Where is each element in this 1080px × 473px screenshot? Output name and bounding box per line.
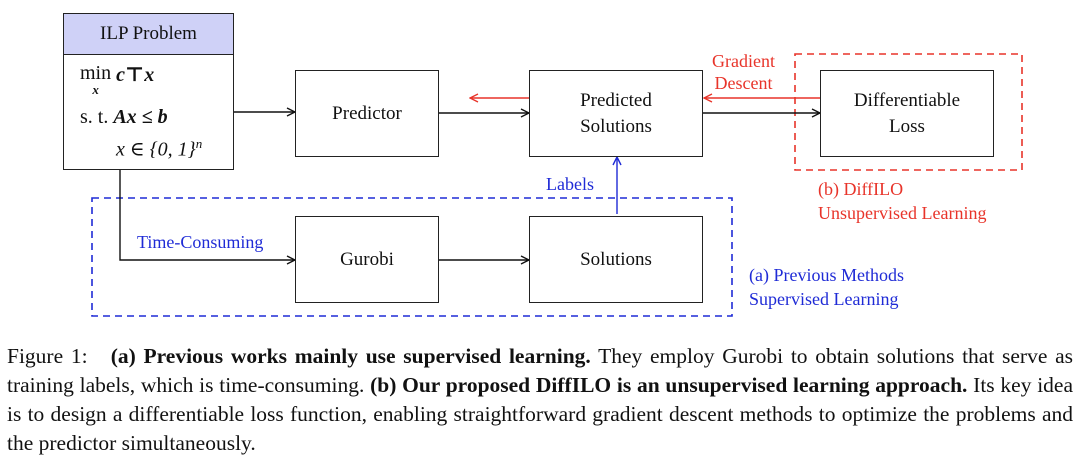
- arrow-ilp-to-gurobi: [119, 170, 295, 260]
- gradient-descent-line1: Gradient: [712, 51, 775, 71]
- gurobi-box: Gurobi: [295, 216, 439, 303]
- gurobi-label: Gurobi: [340, 248, 394, 270]
- ilp-problem-header: ILP Problem: [63, 13, 234, 55]
- unsupervised-region: [794, 53, 1023, 171]
- constraint-expression: Ax ≤ b: [113, 106, 168, 128]
- ilp-problem-title: ILP Problem: [100, 23, 197, 44]
- diffilo-label-line2: Unsupervised Learning: [818, 203, 987, 223]
- predicted-solutions-box: Predicted Solutions: [529, 70, 703, 157]
- caption-prefix: Figure 1:: [7, 344, 88, 368]
- diffilo-region-label: (b) DiffILO Unsupervised Learning: [818, 177, 986, 225]
- solutions-box: Solutions: [529, 216, 703, 303]
- differentiable-loss-label-line1: Differentiable: [853, 89, 961, 111]
- time-consuming-annotation: Time-Consuming: [137, 232, 264, 252]
- previous-methods-label-line2: Supervised Learning: [749, 289, 899, 309]
- figure-caption: Figure 1: (a) Previous works mainly use …: [7, 342, 1073, 458]
- subject-to-label: s. t.: [80, 106, 109, 128]
- previous-methods-label-line1: (a) Previous Methods: [749, 265, 904, 285]
- caption-bold-b: (b) Our proposed DiffILO is an unsupervi…: [370, 373, 968, 397]
- supervised-region: [91, 197, 733, 317]
- gradient-descent-label: Gradient Descent: [712, 50, 775, 94]
- previous-methods-region-label: (a) Previous Methods Supervised Learning: [749, 263, 904, 311]
- differentiable-loss-label-line2: Loss: [889, 115, 925, 137]
- predictor-box: Predictor: [295, 70, 439, 157]
- domain-expression: x ∈ {0, 1}: [116, 138, 196, 161]
- domain-superscript: n: [195, 136, 203, 151]
- objective-line: min x c⊤x: [80, 62, 155, 97]
- diffilo-label-line1: (b) DiffILO: [818, 179, 904, 199]
- min-subscript: x: [92, 82, 99, 97]
- differentiable-loss-box: Differentiable Loss: [820, 70, 994, 157]
- predicted-solutions-label-line1: Predicted: [580, 89, 652, 111]
- labels-annotation: Labels: [546, 174, 594, 194]
- caption-text-1: They employ Gurobi to obtain solutions t…: [7, 344, 1074, 397]
- domain-line: x ∈ {0, 1}n: [116, 136, 202, 162]
- ilp-problem-formulation: min x c⊤x s. t. Ax ≤ b x ∈ {0, 1}n: [63, 54, 234, 170]
- caption-bold-a: (a) Previous works mainly use supervised…: [110, 344, 591, 368]
- gradient-descent-line2: Descent: [714, 73, 773, 93]
- min-operator: min: [80, 62, 112, 84]
- objective-expression: c⊤x: [116, 64, 155, 86]
- caption-text-2: Its key idea is to design a differentiab…: [7, 373, 1074, 455]
- solutions-label: Solutions: [580, 248, 652, 270]
- predictor-label: Predictor: [332, 102, 402, 124]
- predicted-solutions-label-line2: Solutions: [580, 115, 652, 137]
- constraint-line: s. t. Ax ≤ b: [80, 106, 168, 129]
